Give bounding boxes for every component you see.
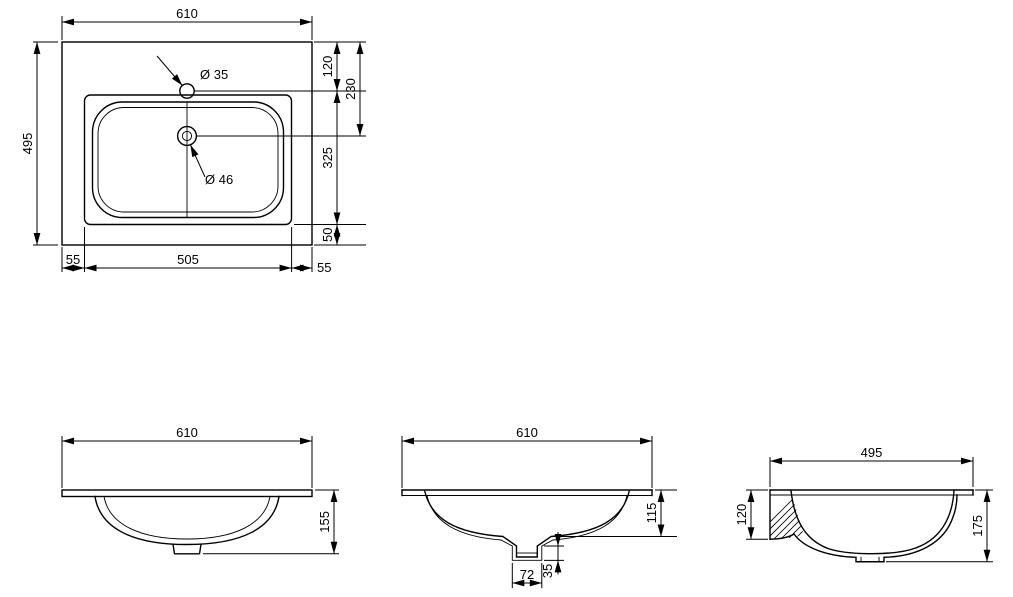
plan-view: Ø 35 Ø 46 610 495: [20, 6, 366, 275]
drain-hole-inner: [181, 130, 193, 142]
rim-outline: [61, 489, 313, 498]
leader-line: [189, 144, 206, 178]
dim-label: 325: [320, 147, 335, 169]
leader-faucet-hole: Ø 35: [156, 55, 228, 86]
dim-label: 55: [317, 260, 331, 275]
dim-plan-depth: 495: [20, 41, 58, 246]
dim-label: 610: [516, 425, 538, 440]
dim-plan-top-to-drain: 230: [343, 42, 364, 136]
drain-fitting: [516, 552, 538, 558]
dim-plan-width: 610: [61, 6, 313, 40]
bowl-wall-section: [426, 494, 628, 561]
bowl-outer-profile: [94, 495, 280, 546]
bowl-interior-section: [423, 489, 631, 558]
leader-line: [156, 55, 183, 86]
dim-label: 120: [734, 504, 749, 526]
dim-label: 155: [317, 511, 332, 533]
bowl-interior-section: [790, 489, 955, 555]
dim-front-height: 155: [203, 489, 339, 555]
dim-label: 55: [66, 252, 80, 267]
hatch-line: [780, 495, 804, 540]
bowl-exterior-section: [793, 494, 958, 563]
drain-hole-label: Ø 46: [205, 172, 233, 187]
dim-label: 230: [343, 78, 358, 100]
bowl-inner-outline: [97, 107, 279, 213]
front-elevation-view: 610 155: [61, 425, 339, 555]
dim-section-drain-stub: 35: [540, 532, 564, 578]
deck-opening-outline: [83, 94, 293, 226]
dim-label: 610: [176, 425, 198, 440]
dim-section-drain-width: 72: [511, 563, 543, 588]
drain-hole: [176, 125, 198, 147]
faucet-hole: [179, 83, 195, 99]
hatch-line: [787, 495, 804, 540]
dim-label: 175: [970, 515, 985, 537]
dim-label: 495: [861, 445, 883, 460]
dim-label: 72: [520, 567, 534, 582]
dim-label: 50: [320, 228, 335, 242]
hatch-line: [773, 495, 804, 540]
dim-label: 495: [20, 133, 35, 155]
basin-outline: [61, 41, 313, 246]
dim-label: 505: [177, 252, 199, 267]
leader-drain-hole: Ø 46: [189, 144, 233, 187]
dim-side-total-height: 175: [886, 489, 993, 563]
front-section-view: 610 115 72 35: [401, 425, 677, 588]
hatch-line: [770, 495, 804, 540]
dim-section-bowl-depth: 115: [560, 489, 677, 537]
dim-label: 120: [320, 56, 335, 78]
dim-section-width: 610: [401, 425, 653, 488]
drain-stub: [172, 543, 202, 555]
dim-label: 35: [540, 564, 555, 578]
faucet-hole-label: Ø 35: [200, 67, 228, 82]
dim-side-front-height: 120: [734, 489, 768, 540]
dim-label: 115: [644, 503, 659, 524]
dim-front-width: 610: [61, 425, 313, 488]
dim-plan-right-chain: 120 325 50: [320, 42, 341, 245]
side-section-view: 495 120 175: [734, 445, 993, 563]
hatch-line: [770, 495, 804, 540]
dim-plan-bottom-chain: 55 505 55: [61, 227, 331, 275]
bowl-inner-profile: [103, 495, 271, 540]
bowl-outer-outline: [91, 101, 285, 219]
dim-label: 610: [176, 6, 198, 21]
dim-side-depth: 495: [769, 445, 974, 487]
